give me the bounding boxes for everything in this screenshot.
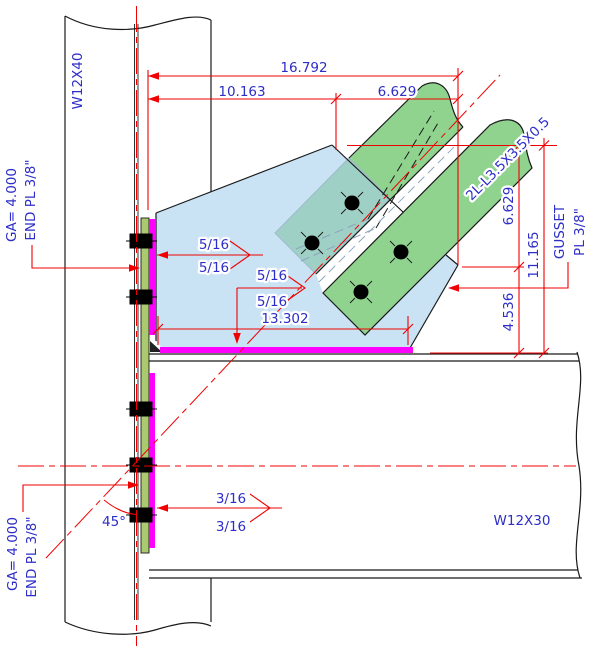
bolt	[126, 401, 157, 417]
gusset-angle-overlap	[275, 158, 390, 274]
dim-vertical-1: 6.629	[501, 187, 517, 226]
annotation-text: W12X40 W12X30 2L-L3.5X3.5X0.5 END PL 3/8…	[2, 50, 591, 600]
weld-size-gusset-endplate-bottom: 5/16	[199, 260, 229, 276]
brace-centerline	[45, 74, 501, 559]
endplate-bottom-label-line2: GA= 4.000	[5, 517, 21, 591]
bolt	[126, 289, 157, 305]
bolt	[300, 231, 324, 255]
endplate-bolts	[126, 233, 157, 523]
beam-label: W12X30	[494, 513, 551, 529]
weld-size-gusset-beam-bottom: 5/16	[257, 294, 287, 310]
column-top-break-line	[64, 15, 212, 31]
weld-size-beam-endplate-top: 3/16	[216, 491, 246, 507]
dim-vertical-2: 4.536	[501, 293, 517, 332]
near-angle	[323, 119, 532, 335]
beam-break-line	[575, 351, 582, 579]
beam-member	[149, 351, 582, 579]
bolt	[349, 280, 373, 304]
centerlines	[18, 6, 576, 646]
weld-size-gusset-beam-top: 5/16	[257, 268, 287, 284]
gusset-label-line2: PL 3/8"	[572, 208, 588, 256]
bolt	[126, 233, 157, 249]
column-bottom-break-line	[64, 621, 212, 635]
dim-total-horizontal: 16.792	[280, 60, 327, 76]
weld-symbol-gusset-beam	[233, 273, 306, 344]
dim-horizontal-1: 10.163	[218, 84, 265, 100]
bolt	[126, 457, 157, 473]
angle-gap-band	[316, 125, 490, 293]
gap-hidden-line	[318, 145, 456, 283]
dim-gusset-bottom: 13.302	[261, 311, 308, 327]
dim-brace-angle: 45°	[102, 514, 126, 530]
gusset-beam-weld	[160, 347, 413, 353]
endplate-bottom-label-line1: END PL 3/8"	[24, 516, 40, 597]
gusset-corner-clip	[150, 341, 162, 352]
gusset-leader	[459, 262, 569, 289]
endplate-top-label-line2: GA= 4.000	[4, 168, 20, 242]
weld-symbol-beam-endplate	[157, 493, 282, 523]
gusset-label-line1: GUSSET	[552, 204, 568, 259]
bolt	[389, 240, 413, 264]
weld-size-gusset-endplate-top: 5/16	[199, 237, 229, 253]
endplate-top-label-line1: END PL 3/8"	[23, 159, 39, 240]
dimension-graphics	[22, 68, 569, 523]
column-label: W12X40	[70, 53, 86, 110]
bolt	[126, 507, 157, 523]
column-member	[64, 15, 212, 635]
weld-symbol-gusset-endplate	[157, 240, 263, 270]
dim-horizontal-2: 6.629	[378, 84, 417, 100]
dim-vertical-total: 11.165	[526, 231, 542, 278]
gusset-endplate-weld	[149, 219, 156, 335]
endplate-top-leader	[31, 245, 129, 269]
endplate-bottom-leader	[22, 484, 128, 512]
near-angle-outline	[322, 119, 533, 336]
end-plate	[140, 217, 150, 554]
angle-arc	[103, 499, 137, 516]
brace-bolts	[300, 191, 413, 304]
weld-size-beam-endplate-bottom: 3/16	[216, 519, 246, 535]
bolt	[340, 191, 364, 215]
